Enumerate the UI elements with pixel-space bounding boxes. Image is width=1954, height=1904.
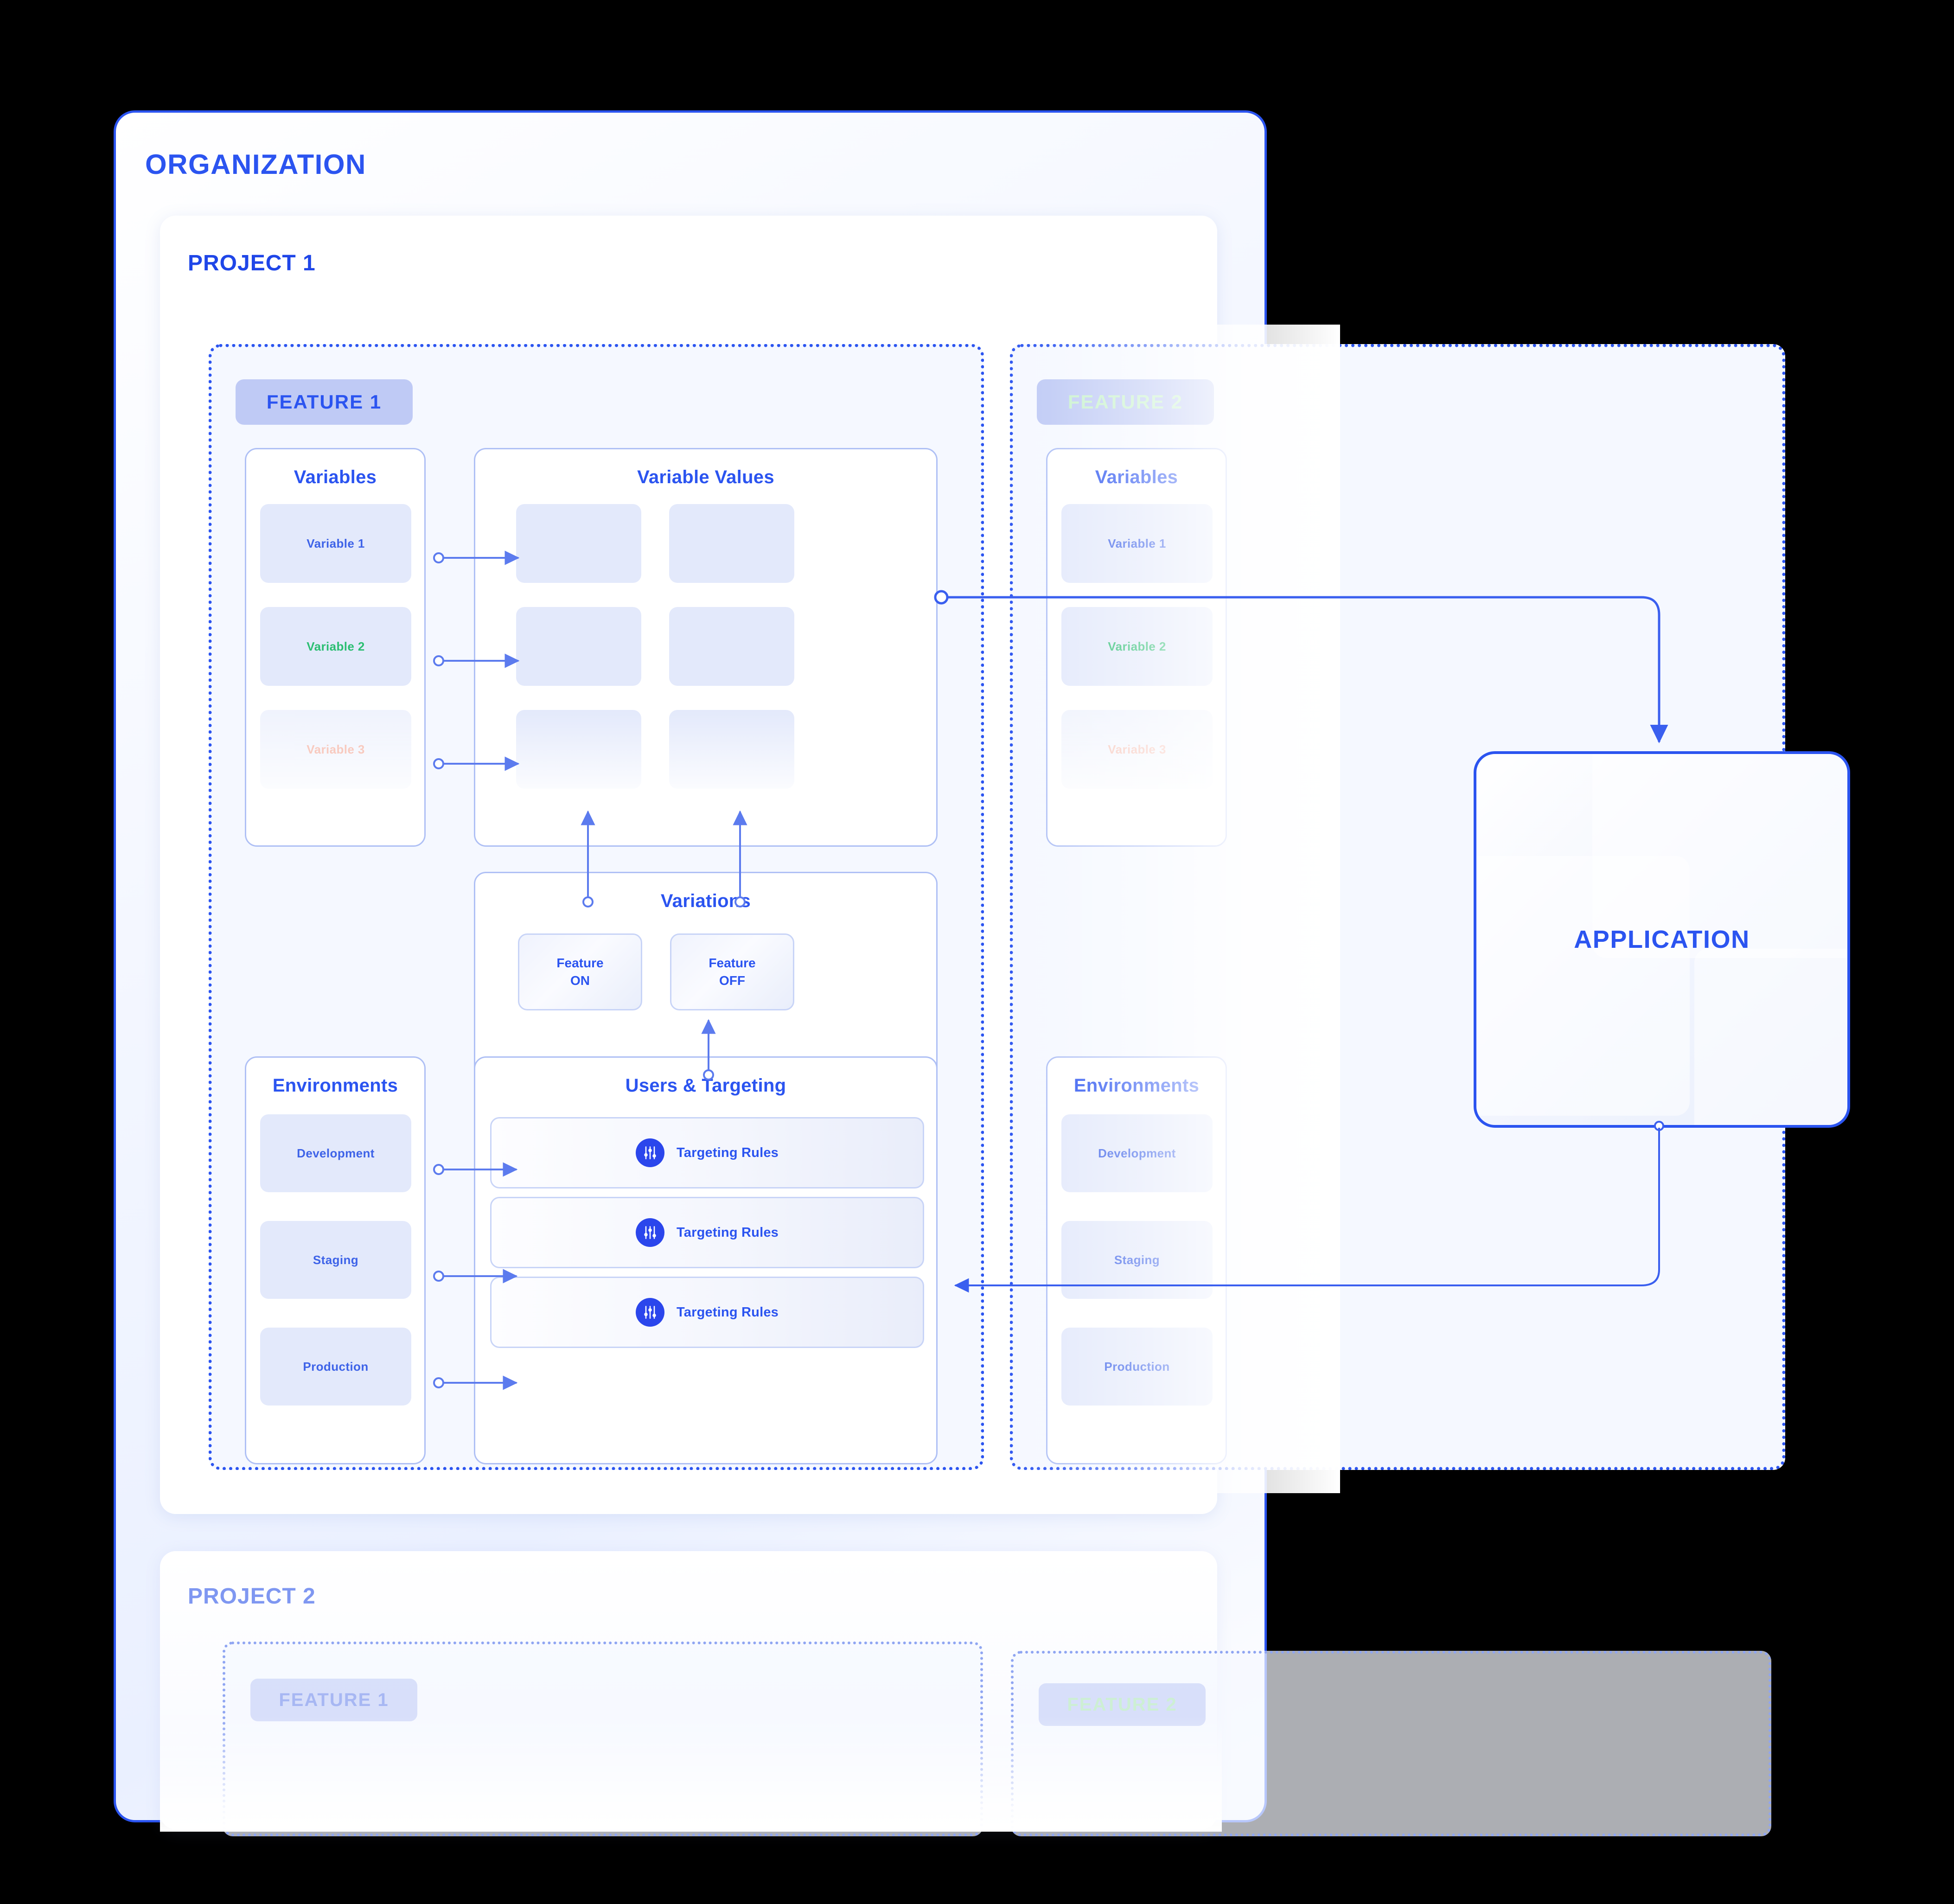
- variable-chip-2-label: Variable 2: [307, 639, 365, 653]
- variable-chip-2-2-label: Variable 2: [1108, 639, 1166, 653]
- value-cell-4[interactable]: [669, 607, 794, 686]
- application-box[interactable]: APPLICATION: [1474, 751, 1850, 1128]
- variable-values-panel: Variable Values: [474, 448, 938, 847]
- variable-chip-2-2[interactable]: Variable 2: [1061, 607, 1213, 686]
- variable-chip-2-1-label: Variable 1: [1108, 536, 1166, 550]
- value-cell-3[interactable]: [516, 607, 641, 686]
- targeting-rule-2-label: Targeting Rules: [677, 1225, 779, 1240]
- variable-values-panel-title: Variable Values: [637, 467, 774, 487]
- targeting-rule-row-2[interactable]: Targeting Rules: [490, 1197, 924, 1268]
- project-2-feature-1-panel: [223, 1642, 983, 1836]
- environment-chip-production[interactable]: Production: [260, 1328, 411, 1406]
- environment-production-label: Production: [303, 1359, 369, 1374]
- targeting-panel: Users & Targeting Targeting Rules: [474, 1056, 938, 1464]
- targeting-rule-3-label: Targeting Rules: [677, 1304, 779, 1320]
- variables-panel-feature-2: Variables Variable 1 Variable 2 Variable…: [1046, 448, 1227, 847]
- variations-panel-title: Variations: [660, 891, 751, 911]
- targeting-panel-title: Users & Targeting: [625, 1075, 786, 1096]
- project-1-title: PROJECT 1: [188, 251, 316, 275]
- variable-chip-3-label: Variable 3: [307, 742, 365, 756]
- environments-panel-2-title: Environments: [1073, 1075, 1200, 1096]
- app-decoration-3: [1694, 949, 1847, 1125]
- value-cell-5[interactable]: [516, 710, 641, 789]
- variation-on-line2: ON: [570, 973, 590, 988]
- variable-chip-1-label: Variable 1: [307, 536, 365, 550]
- variable-chip-2[interactable]: Variable 2: [260, 607, 411, 686]
- variables-panel-title: Variables: [294, 467, 377, 487]
- variable-chip-1[interactable]: Variable 1: [260, 504, 411, 583]
- variable-chip-3[interactable]: Variable 3: [260, 710, 411, 789]
- project-2-feature-2-badge[interactable]: FEATURE 2: [1039, 1683, 1206, 1726]
- feature-2-badge[interactable]: FEATURE 2: [1037, 379, 1214, 425]
- variation-feature-off[interactable]: Feature OFF: [670, 933, 794, 1010]
- environments-panel: Environments Development Staging Product…: [245, 1056, 426, 1464]
- environments-panel-title: Environments: [272, 1075, 398, 1096]
- value-cell-6[interactable]: [669, 710, 794, 789]
- targeting-rule-row-1[interactable]: Targeting Rules: [490, 1117, 924, 1188]
- project-2-title: PROJECT 2: [188, 1584, 316, 1609]
- targeting-rule-1-label: Targeting Rules: [677, 1145, 779, 1160]
- environment-chip-staging[interactable]: Staging: [260, 1221, 411, 1299]
- value-cell-1[interactable]: [516, 504, 641, 583]
- environments-panel-feature-2: Environments Development Staging Product…: [1046, 1056, 1227, 1464]
- environment-2-chip-development[interactable]: Development: [1061, 1114, 1213, 1192]
- variation-on-line1: Feature: [556, 956, 604, 971]
- variables-panel-2-title: Variables: [1095, 467, 1178, 487]
- variable-chip-2-3-label: Variable 3: [1108, 742, 1166, 756]
- environment-2-production-label: Production: [1104, 1359, 1170, 1374]
- project-2-feature-1-badge[interactable]: FEATURE 1: [250, 1679, 417, 1721]
- feature-1-badge[interactable]: FEATURE 1: [236, 379, 413, 425]
- environment-2-development-label: Development: [1098, 1146, 1176, 1160]
- variable-chip-2-3[interactable]: Variable 3: [1061, 710, 1213, 789]
- variation-off-line2: OFF: [719, 973, 745, 988]
- project-2-feature-2-panel: [1011, 1651, 1771, 1836]
- sliders-icon: [636, 1138, 664, 1167]
- environment-development-label: Development: [297, 1146, 375, 1160]
- sliders-icon: [636, 1218, 664, 1247]
- sliders-icon: [636, 1298, 664, 1327]
- organization-title: ORGANIZATION: [145, 149, 366, 180]
- variation-feature-on[interactable]: Feature ON: [518, 933, 642, 1010]
- environment-chip-development[interactable]: Development: [260, 1114, 411, 1192]
- environment-2-chip-production[interactable]: Production: [1061, 1328, 1213, 1406]
- targeting-rule-row-3[interactable]: Targeting Rules: [490, 1277, 924, 1348]
- environment-2-staging-label: Staging: [1114, 1252, 1160, 1267]
- application-title: APPLICATION: [1574, 926, 1750, 953]
- variable-chip-2-1[interactable]: Variable 1: [1061, 504, 1213, 583]
- environment-staging-label: Staging: [313, 1252, 359, 1267]
- environment-2-chip-staging[interactable]: Staging: [1061, 1221, 1213, 1299]
- variation-off-line1: Feature: [709, 956, 756, 971]
- app-decoration-2: [1592, 754, 1847, 958]
- variables-panel: Variables Variable 1 Variable 2 Variable…: [245, 448, 426, 847]
- value-cell-2[interactable]: [669, 504, 794, 583]
